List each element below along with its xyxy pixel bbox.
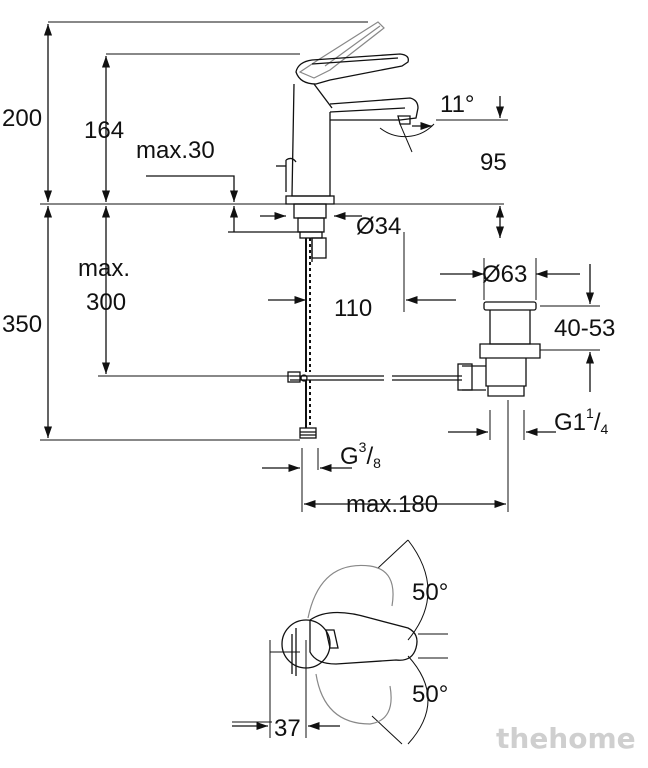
dim-angle-11: 11° — [440, 91, 475, 118]
dim-40-53: 40-53 — [554, 315, 615, 342]
dim-max-30: max.30 — [136, 137, 215, 164]
dim-300: 300 — [86, 289, 126, 316]
watermark-text: thehome — [496, 722, 636, 755]
dimension-lines — [43, 24, 595, 509]
dim-diameter-63: Ø63 — [482, 261, 527, 288]
faucet-top-view — [232, 539, 448, 745]
dim-350: 350 — [2, 311, 42, 338]
dim-37: 37 — [274, 715, 301, 742]
dim-200: 200 — [2, 105, 42, 132]
dim-max-label: max. — [78, 255, 130, 282]
dimension-labels: 200 164 max.30 11° 95 Ø34 max. 300 350 1… — [2, 91, 615, 742]
dim-95: 95 — [480, 149, 507, 176]
dim-max-180: max.180 — [346, 491, 438, 518]
dim-thread-g3-8: G3/8 — [340, 439, 381, 471]
dim-thread-g1: G11/4 — [554, 405, 608, 437]
dim-diameter-34: Ø34 — [356, 213, 401, 240]
waste-drain-assembly — [457, 301, 541, 397]
dim-110: 110 — [334, 295, 372, 322]
faucet-side-view — [276, 21, 462, 439]
dim-angle-50-bottom: 50° — [412, 681, 448, 708]
dim-angle-50-top: 50° — [412, 579, 448, 606]
dim-164: 164 — [84, 117, 124, 144]
extension-lines — [40, 21, 600, 512]
